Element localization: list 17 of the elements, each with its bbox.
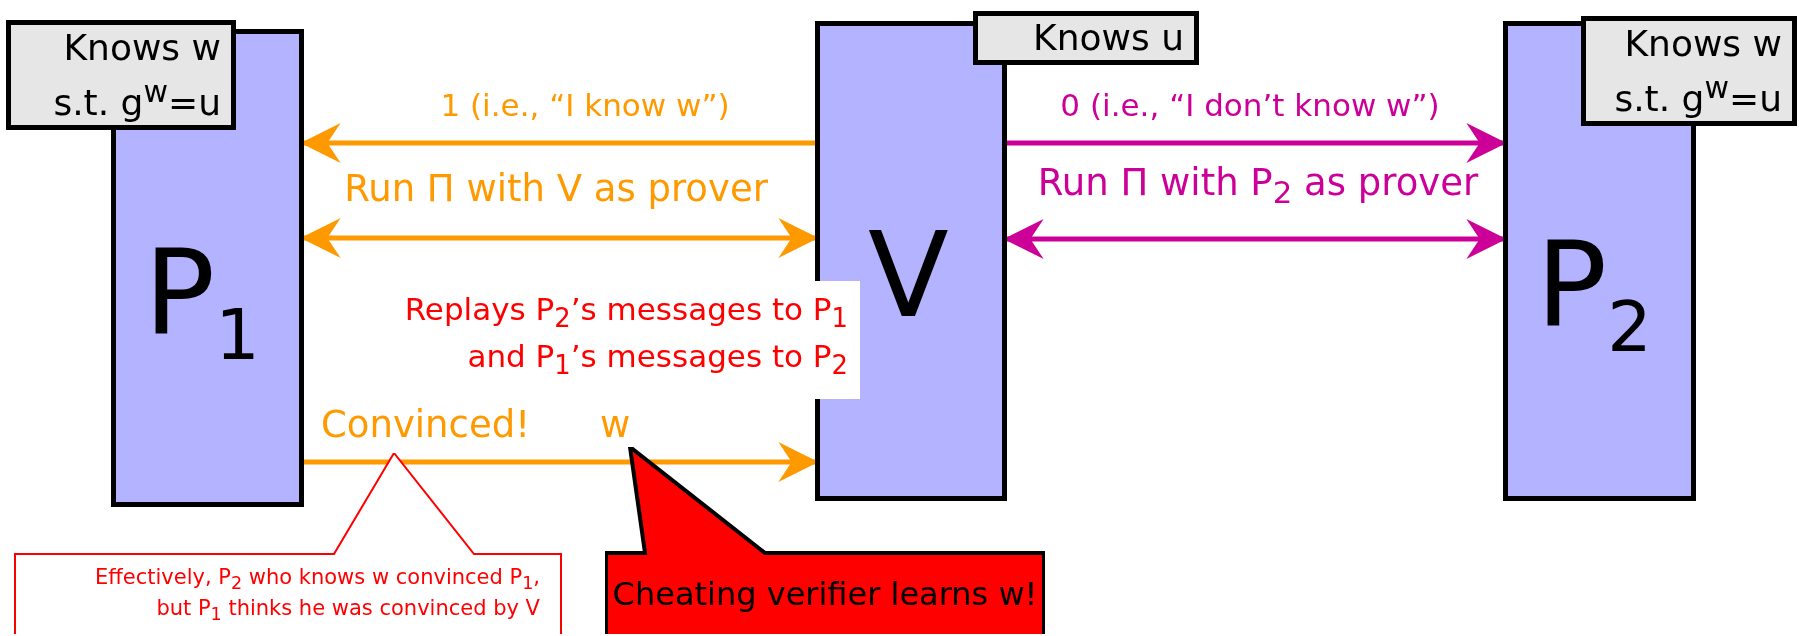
participant-name: P$_{2}$ (1536, 226, 1652, 362)
knowledge-tooltip (973, 11, 1199, 65)
edge-label: Run Π with P$_{2}$ as prover (1037, 162, 1479, 211)
participant-name: V (868, 216, 949, 334)
participant-name: P$_{1}$ (144, 234, 260, 370)
knowledge-tooltip (6, 20, 236, 130)
callout-text: Cheating verifier learns w! (611, 575, 1039, 615)
edge-label: 1 (i.e., “I know w”) (440, 88, 730, 124)
edge-label: Convinced! (321, 404, 530, 447)
edge-label: Run Π with V as prover (344, 168, 768, 211)
callout-text: Effectively, P$_{2}$ who knows w convinced P$_{1}$, but P$_{1}$ thinks he was convinced by V (94, 564, 541, 627)
knowledge-text: Knows u (1033, 16, 1184, 60)
knowledge-tooltip (1581, 16, 1797, 126)
knowledge-text: Knows w s.t. g$^{w}$=u (1613, 21, 1782, 121)
knowledge-text: Knows w s.t. g$^{w}$=u (52, 25, 221, 125)
secret-label: w (600, 404, 631, 447)
edge-label: 0 (i.e., “I don’t know w”) (1060, 88, 1440, 124)
